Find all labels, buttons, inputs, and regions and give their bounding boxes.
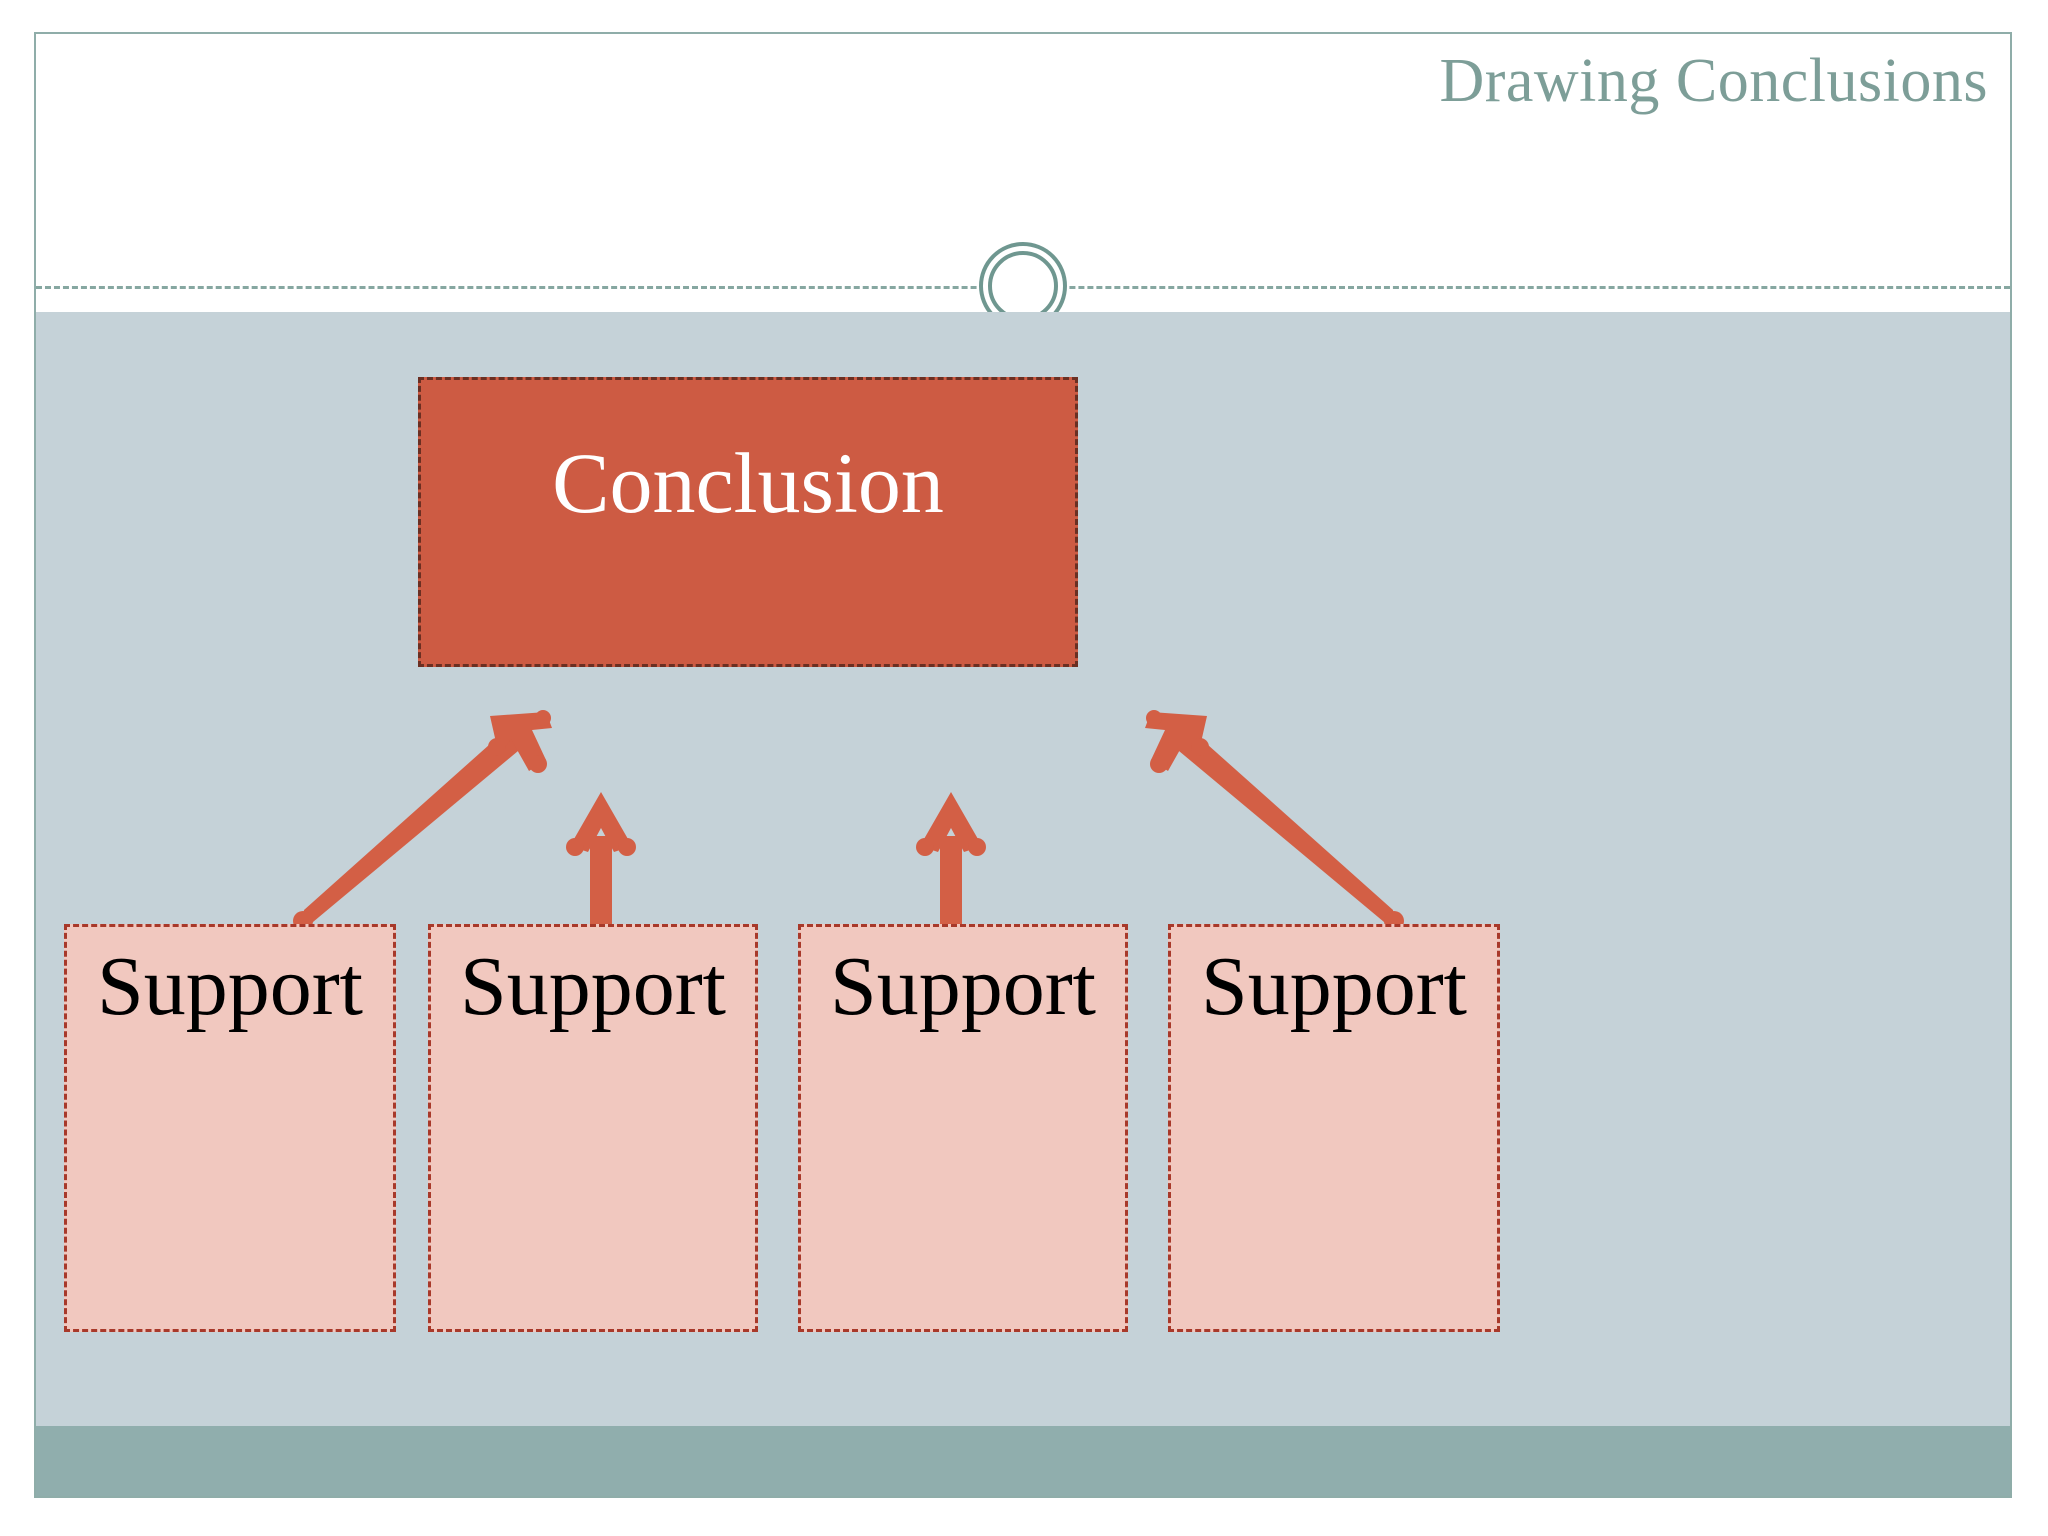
support-box[interactable]: Support [64, 924, 396, 1332]
support-label: Support [96, 940, 364, 1033]
conclusion-label: Conclusion [552, 435, 944, 531]
support-label: Support [829, 940, 1097, 1033]
footer-bar [36, 1426, 2010, 1496]
support-box[interactable]: Support [428, 924, 758, 1332]
support-box[interactable]: Support [1168, 924, 1500, 1332]
support-label: Support [459, 940, 727, 1033]
arrow-up-1-icon [566, 792, 636, 948]
arrow-right-diagonal-icon [1145, 710, 1404, 932]
support-label: Support [1200, 940, 1468, 1033]
conclusion-box[interactable]: Conclusion [418, 377, 1078, 667]
arrow-left-diagonal-icon [293, 710, 552, 932]
arrow-up-2-icon [916, 792, 986, 948]
page-title: Drawing Conclusions [1439, 47, 1988, 115]
slide: Drawing Conclusions Conclusion [34, 32, 2012, 1498]
diagram-panel: Conclusion [36, 312, 2010, 1430]
circle-badge-inner-ring [988, 251, 1058, 321]
slide-header: Drawing Conclusions [36, 34, 2010, 282]
support-box[interactable]: Support [798, 924, 1128, 1332]
